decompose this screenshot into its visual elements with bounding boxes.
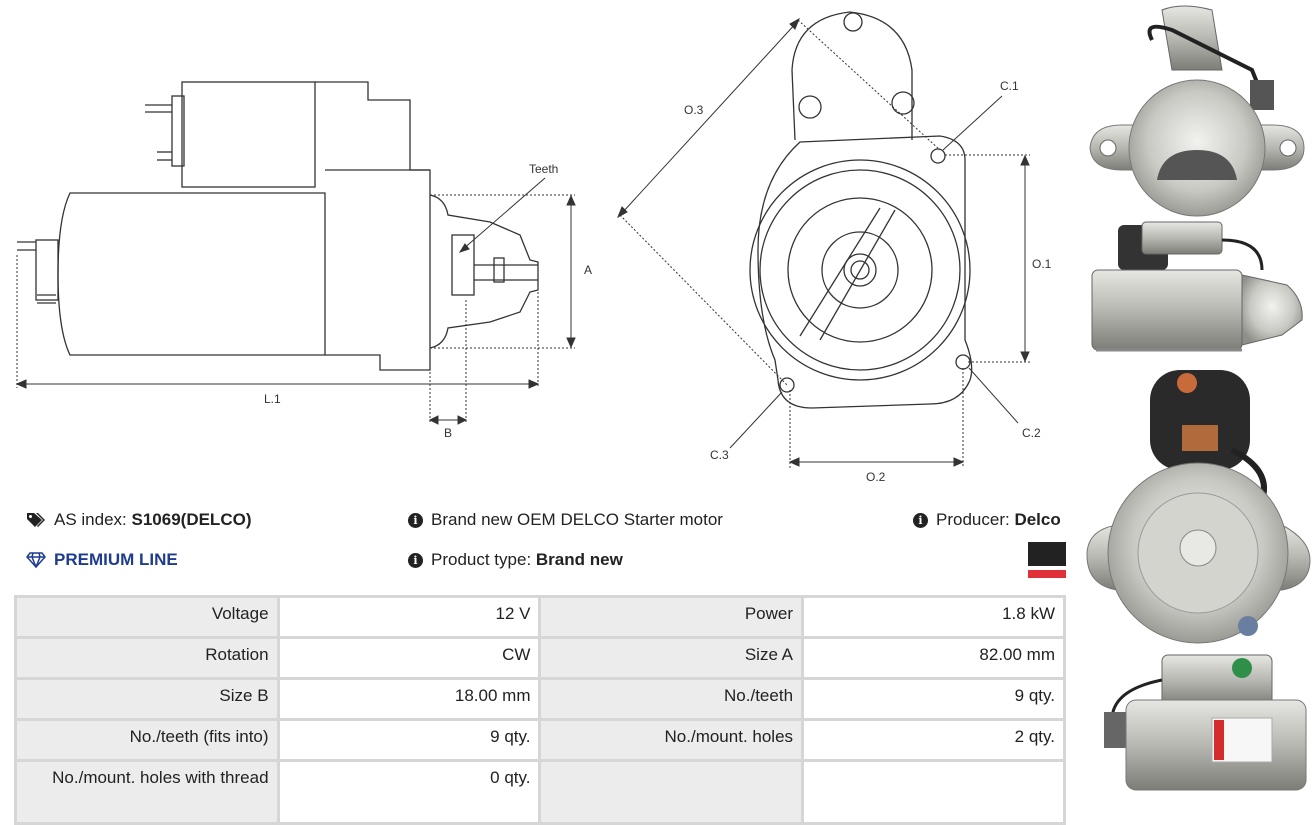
photo-front	[1089, 5, 1305, 217]
product-type-value: Brand new	[535, 550, 623, 569]
spec-label: Power	[541, 598, 802, 636]
flange	[757, 135, 973, 409]
info-icon: i	[408, 512, 423, 528]
product-type-row: i Product type: Brand new	[408, 550, 623, 570]
producer-value: Delco	[1014, 510, 1061, 529]
spec-label: Rotation	[17, 639, 277, 677]
label-dim-l1: L.1	[264, 392, 281, 406]
label-dim-c2: C.2	[1022, 426, 1041, 440]
drawing-svg: Teeth A L.1 B	[15, 11, 1052, 484]
spec-label: No./teeth (fits into)	[17, 721, 277, 759]
producer-flag	[1028, 542, 1066, 578]
specs-table: Voltage 12 V Power 1.8 kW Rotation CW Si…	[14, 595, 1066, 825]
drive-nose	[429, 194, 539, 349]
producer-row: i Producer: Delco	[913, 510, 1061, 530]
as-index-value: S1069(DELCO)	[131, 510, 252, 529]
premium-line-label: PREMIUM LINE	[54, 550, 178, 569]
spec-label: Size B	[17, 680, 277, 718]
table-row: Size B 18.00 mm No./teeth 9 qty.	[17, 680, 1063, 718]
as-index-label: AS index:	[54, 510, 127, 529]
diamond-icon	[26, 552, 46, 568]
product-type-label: Product type:	[431, 550, 532, 569]
spec-label: No./teeth	[541, 680, 802, 718]
spec-label: No./mount. holes with thread	[17, 762, 277, 822]
spec-value: 9 qty.	[279, 721, 539, 759]
photos-svg	[1086, 5, 1311, 791]
label-dim-c1: C.1	[1000, 79, 1019, 93]
spec-value: 1.8 kW	[804, 598, 1063, 636]
info-icon: i	[408, 552, 423, 568]
motor-body	[57, 192, 326, 356]
spec-label: Size A	[541, 639, 802, 677]
outer-housing	[749, 159, 971, 381]
mount-ear	[791, 11, 913, 141]
label-dim-a: A	[584, 263, 592, 277]
pinion	[451, 234, 475, 296]
spec-value	[804, 762, 1063, 822]
spec-value: 18.00 mm	[279, 680, 539, 718]
solenoid-housing	[315, 81, 430, 171]
spec-value: 0 qty.	[279, 762, 539, 822]
tag-icon	[27, 513, 45, 527]
photo-side	[1091, 221, 1303, 352]
as-index-row: AS index: S1069(DELCO)	[26, 510, 251, 530]
table-row: Voltage 12 V Power 1.8 kW	[17, 598, 1063, 636]
photo-rear	[1086, 370, 1311, 644]
label-dim-o3: O.3	[684, 103, 704, 117]
spec-value: 82.00 mm	[804, 639, 1063, 677]
spec-value: 2 qty.	[804, 721, 1063, 759]
product-photos	[1082, 0, 1316, 822]
technical-drawing: Teeth A L.1 B	[0, 0, 1080, 490]
label-teeth: Teeth	[529, 162, 558, 176]
table-row: Rotation CW Size A 82.00 mm	[17, 639, 1063, 677]
spec-value: 12 V	[279, 598, 539, 636]
description-text: Brand new OEM DELCO Starter motor	[431, 510, 723, 529]
info-icon: i	[913, 512, 928, 528]
spec-value: CW	[279, 639, 539, 677]
spec-label	[541, 762, 802, 822]
premium-line-row: PREMIUM LINE	[26, 550, 178, 570]
label-dim-o1: O.1	[1032, 257, 1052, 271]
table-row: No./teeth (fits into) 9 qty. No./mount. …	[17, 721, 1063, 759]
spec-label: Voltage	[17, 598, 277, 636]
label-dim-b: B	[444, 426, 452, 440]
table-row: No./mount. holes with thread 0 qty.	[17, 762, 1063, 822]
label-dim-c3: C.3	[710, 448, 729, 462]
producer-label: Producer:	[936, 510, 1010, 529]
photo-label-side	[1104, 654, 1307, 791]
solenoid-body	[181, 81, 316, 188]
description-row: i Brand new OEM DELCO Starter motor	[408, 510, 723, 530]
spec-value: 9 qty.	[804, 680, 1063, 718]
label-dim-o2: O.2	[866, 470, 886, 484]
spec-label: No./mount. holes	[541, 721, 802, 759]
